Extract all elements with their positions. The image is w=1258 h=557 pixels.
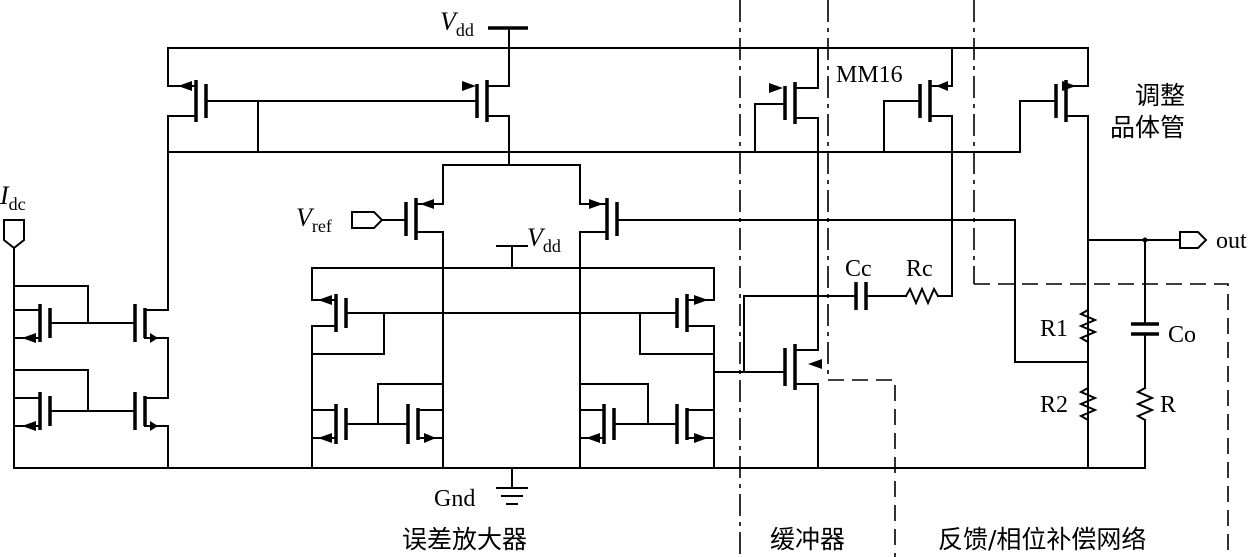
pass-transistor-label-line1: 调整 (1135, 81, 1185, 110)
gnd-label: Gnd (434, 486, 475, 512)
r1-label: R1 (1040, 316, 1068, 342)
cc-label: Cc (845, 256, 872, 282)
pass-transistor-label-line2: 品体管 (1110, 113, 1185, 142)
r-label: R (1160, 392, 1176, 418)
section-label-feedback-network: 反馈/相位补偿网络 (938, 525, 1146, 554)
vdd-top-label: Vdd (440, 7, 474, 40)
buffer-stage (743, 47, 851, 469)
r2-label: R2 (1040, 392, 1068, 418)
rc-label: Rc (906, 256, 933, 282)
vdd-top-supply (167, 26, 1089, 49)
co-label: Co (1168, 322, 1196, 348)
differential-pair (351, 164, 1016, 469)
section-label-buffer: 缓冲器 (770, 525, 845, 554)
section-label-error-amplifier: 误差放大器 (402, 525, 527, 554)
output-network (1014, 219, 1208, 469)
top-pmos-mirror (167, 47, 1021, 166)
mm16-label: MM16 (836, 62, 903, 88)
pass-transistor (1019, 47, 1089, 469)
vref-label: Vref (296, 203, 332, 236)
vdd-mid-label: Vdd (527, 223, 561, 256)
idc-bias-mirror (3, 151, 169, 469)
idc-label: Idc (0, 181, 26, 214)
labels: Vdd Vdd Idc Vref MM16 Cc Rc out R1 R2 Co… (0, 7, 1247, 554)
mm16-compensation (849, 47, 953, 310)
active-load (311, 245, 783, 469)
out-label: out (1216, 228, 1247, 254)
ground-rail (13, 467, 1146, 505)
